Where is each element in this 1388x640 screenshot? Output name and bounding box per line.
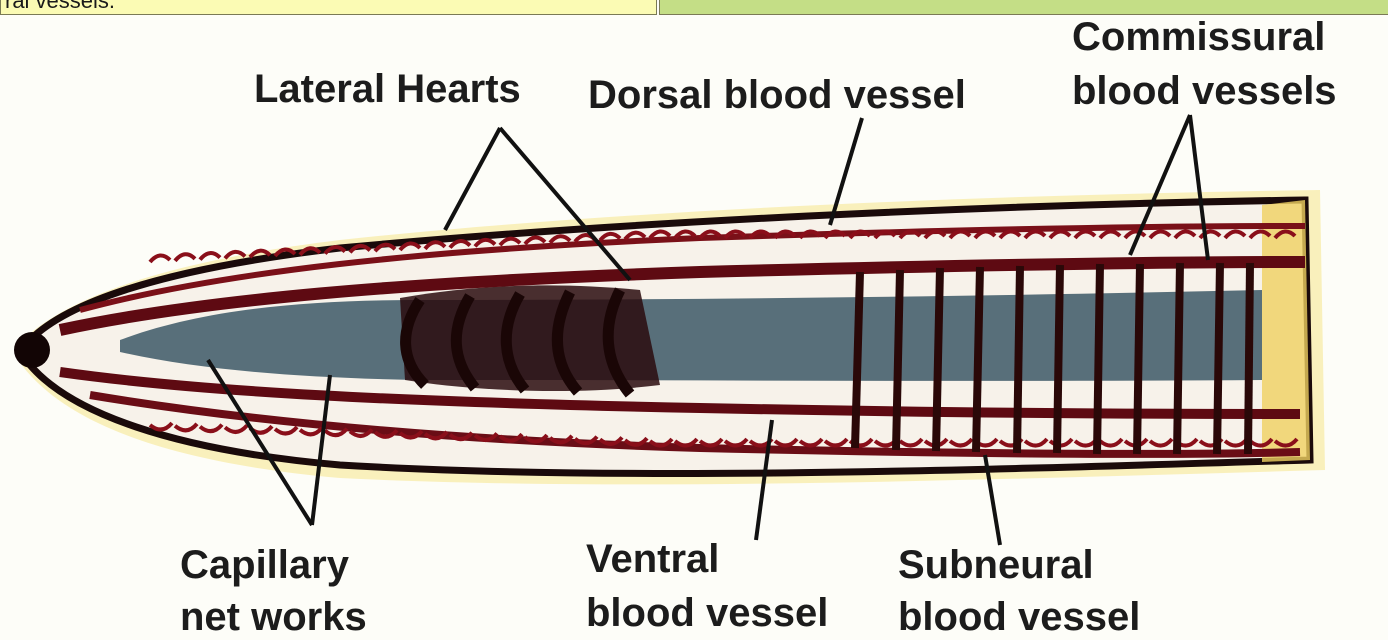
label-dorsal-vessel: Dorsal blood vessel	[588, 72, 966, 118]
label-capillary-line1: Capillary	[180, 542, 349, 588]
label-ventral-line1: Ventral	[586, 536, 719, 582]
posterior-end	[1262, 200, 1310, 462]
label-commissural-line2: blood vessels	[1072, 68, 1337, 114]
segmental-vessel-upper	[200, 253, 220, 260]
pointer-lateral-hearts-1	[445, 128, 500, 230]
label-subneural-line2: blood vessel	[898, 594, 1140, 640]
head-tip	[14, 332, 50, 368]
label-subneural-line1: Subneural	[898, 542, 1094, 588]
label-lateral-hearts: Lateral Hearts	[254, 66, 521, 112]
segmental-vessel-upper	[175, 254, 195, 261]
label-ventral-line2: blood vessel	[586, 590, 828, 636]
segmental-vessel-upper	[150, 255, 170, 262]
label-capillary-line2: net works	[180, 594, 367, 640]
label-commissural-line1: Commissural	[1072, 14, 1325, 60]
